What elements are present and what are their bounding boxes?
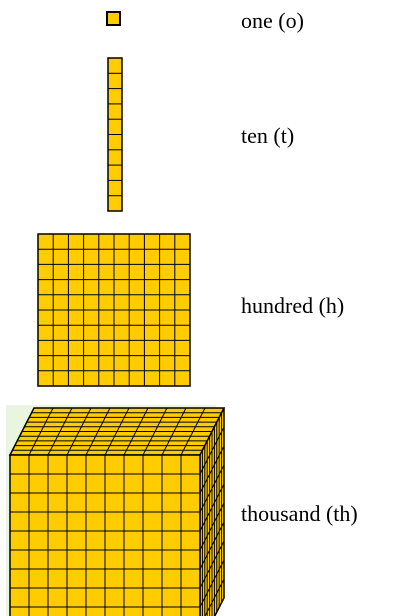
label-ten: ten (t) — [241, 123, 295, 148]
thousand-cube — [6, 405, 226, 616]
label-one: one (o) — [241, 8, 304, 33]
label-hundred: hundred (h) — [241, 293, 345, 318]
hundred-flat — [37, 233, 191, 387]
label-thousand: thousand (th) — [241, 501, 358, 526]
unit-square — [106, 11, 121, 26]
ten-rod — [107, 57, 123, 212]
one-block — [106, 11, 121, 26]
